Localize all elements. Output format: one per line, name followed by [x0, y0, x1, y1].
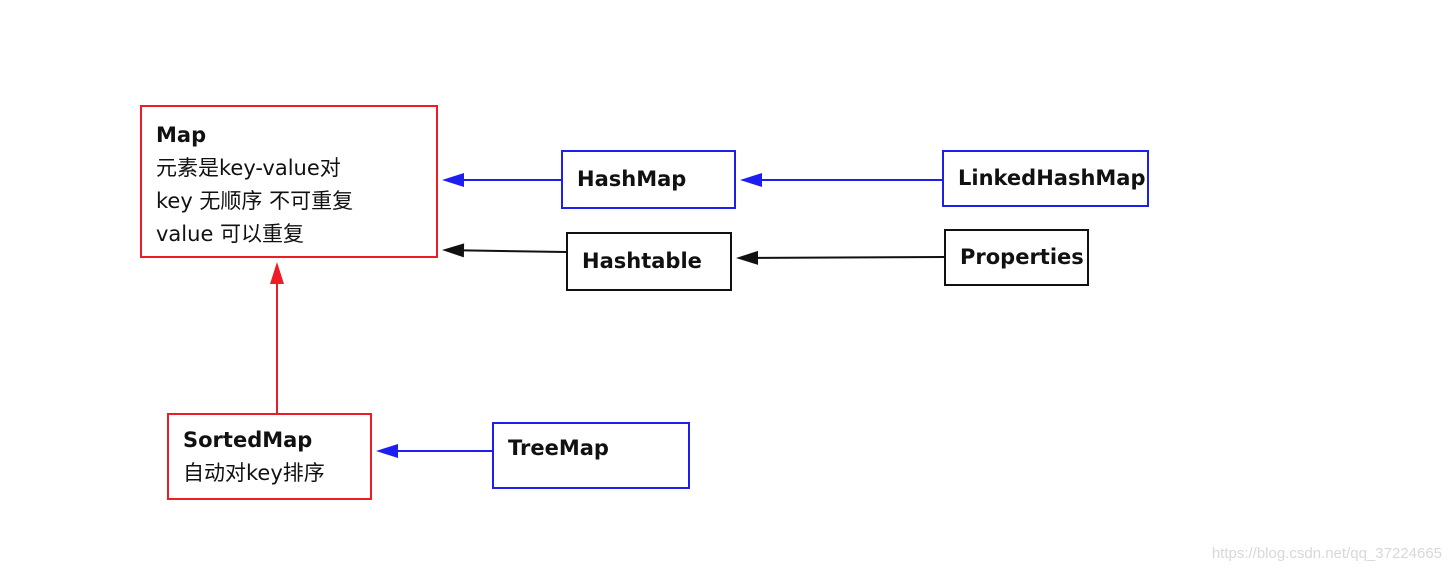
- arrowhead-linkedhashmap-to-hashmap: [740, 173, 762, 187]
- node-hashtable-label: Hashtable: [582, 249, 702, 273]
- node-hashmap: HashMap: [561, 150, 736, 209]
- node-map-line-1: 元素是key-value对: [156, 156, 341, 180]
- node-map-title: Map: [156, 123, 207, 147]
- node-map-line-3: value 可以重复: [156, 222, 305, 246]
- arrowhead-properties-to-hashtable: [736, 250, 759, 265]
- node-treemap: TreeMap: [492, 422, 690, 489]
- node-linkedhashmap-label: LinkedHashMap: [958, 166, 1146, 190]
- node-properties: Properties: [944, 229, 1089, 286]
- node-sortedmap: SortedMap 自动对key排序: [167, 413, 372, 500]
- node-treemap-label: TreeMap: [508, 436, 609, 460]
- node-hashmap-label: HashMap: [577, 167, 687, 191]
- arrowhead-treemap-to-sortedmap: [376, 444, 398, 458]
- arrowhead-sortedmap-to-map: [270, 262, 284, 284]
- node-map: Map 元素是key-value对 key 无顺序 不可重复 value 可以重…: [140, 105, 438, 258]
- watermark-url: https://blog.csdn.net/qq_37224665: [1211, 545, 1442, 562]
- node-map-line-2: key 无顺序 不可重复: [156, 189, 354, 213]
- edge-properties-to-hashtable: [757, 256, 945, 259]
- arrowhead-hashtable-to-map: [442, 243, 465, 258]
- edge-hashtable-to-map: [463, 249, 567, 253]
- node-hashtable: Hashtable: [566, 232, 732, 291]
- node-linkedhashmap: LinkedHashMap: [942, 150, 1149, 207]
- node-properties-label: Properties: [960, 245, 1084, 269]
- node-sortedmap-line-1: 自动对key排序: [183, 460, 325, 485]
- node-sortedmap-title: SortedMap: [183, 427, 313, 452]
- arrowhead-hashmap-to-map: [442, 173, 464, 187]
